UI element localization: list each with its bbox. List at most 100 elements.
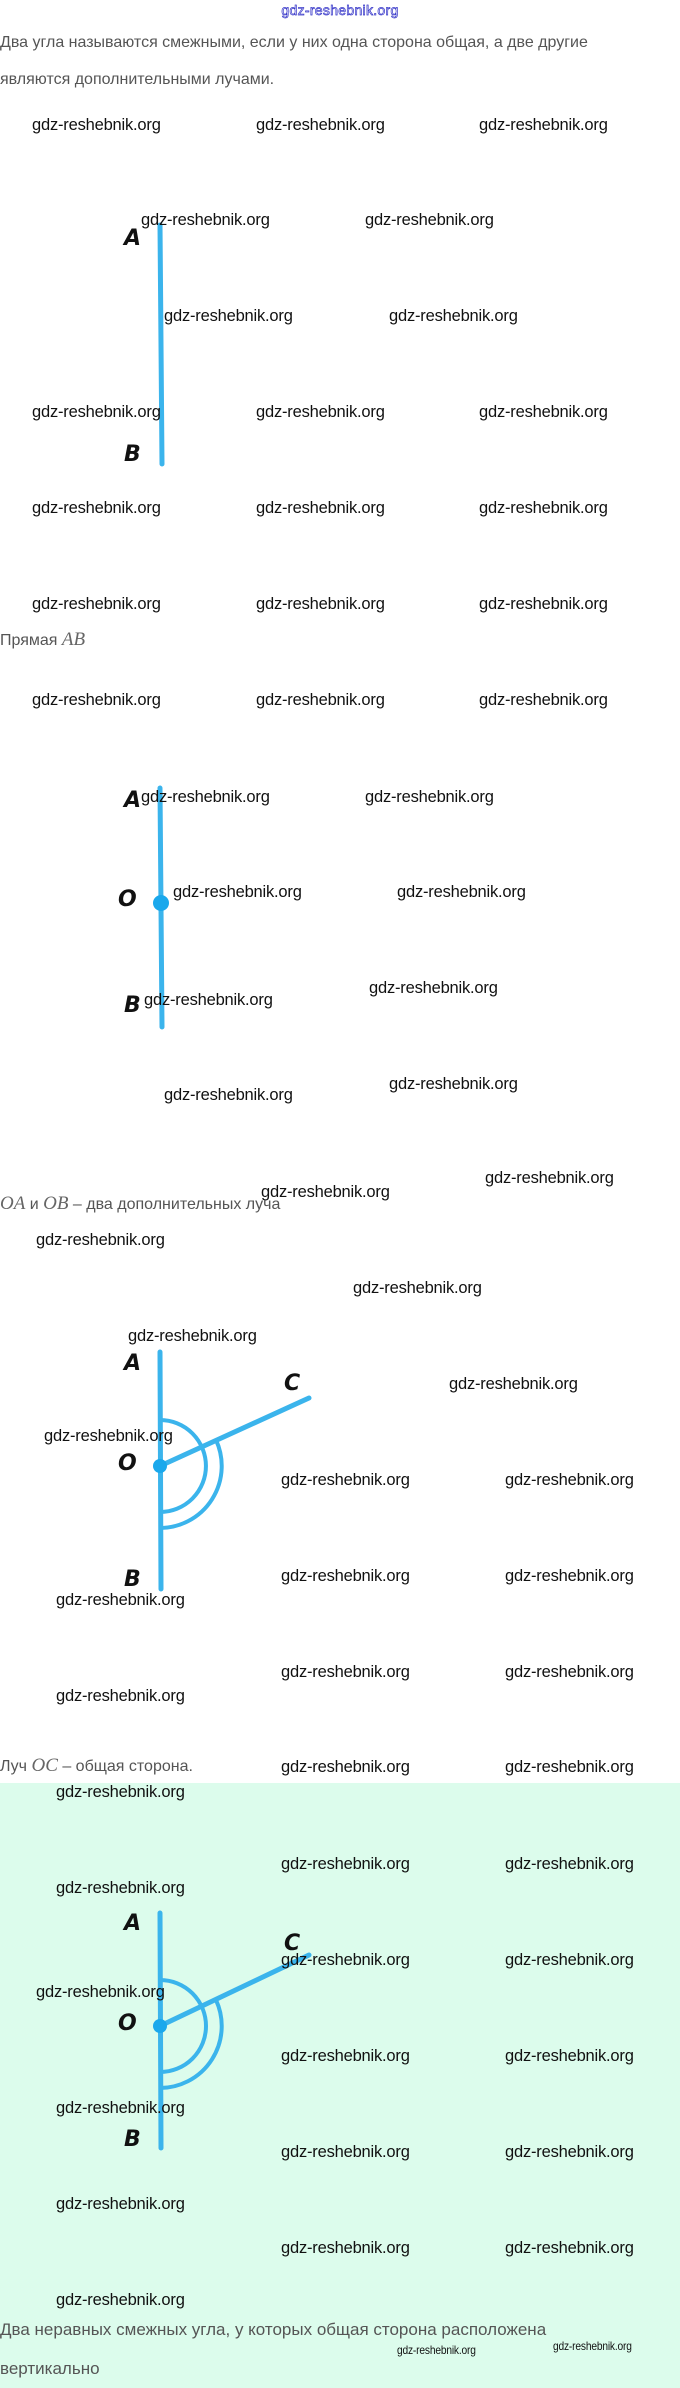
watermark-text: gdz-reshebnik.org	[389, 1075, 518, 1093]
watermark-text: gdz-reshebnik.org	[505, 2239, 634, 2257]
watermark-text: gdz-reshebnik.org	[397, 883, 526, 901]
watermark-text: gdz-reshebnik.org	[369, 979, 498, 997]
watermark-text: gdz-reshebnik.org	[505, 1951, 634, 1969]
watermark-text: gdz-reshebnik.org	[281, 1855, 410, 1873]
watermark-text: gdz-reshebnik.org	[281, 2239, 410, 2257]
point-b-label: B	[124, 1567, 141, 1592]
watermark-text: gdz-reshebnik.org	[56, 1879, 185, 1897]
watermark-text: gdz-reshebnik.org	[261, 1183, 390, 1201]
angle-arc-inner	[159, 1418, 208, 1514]
watermark-text: gdz-reshebnik.org	[173, 883, 302, 901]
watermark-text: gdz-reshebnik.org	[256, 595, 385, 613]
watermark-text: gdz-reshebnik.org	[36, 1983, 165, 2001]
point-a-label: A	[122, 1911, 141, 1936]
watermark-text: gdz-reshebnik.org	[479, 691, 608, 709]
watermark-text: gdz-reshebnik.org	[44, 1427, 173, 1445]
watermark-text: gdz-reshebnik.org	[505, 1758, 634, 1776]
watermark-text: gdz-reshebnik.org	[256, 499, 385, 517]
answer-section-background	[0, 1783, 680, 2388]
point-o-dot	[153, 2019, 167, 2033]
point-c-label: C	[284, 1371, 300, 1396]
watermark-text: gdz-reshebnik.org	[144, 991, 273, 1009]
watermark-text: gdz-reshebnik.org	[56, 1783, 185, 1801]
watermark-text: gdz-reshebnik.org	[56, 2195, 185, 2213]
answer-angles-diagram: A C O B	[118, 1910, 312, 2152]
watermark-text: gdz-reshebnik.org	[505, 1471, 634, 1489]
caption-prefix: Прямая	[0, 632, 62, 649]
watermark-text: gdz-reshebnik.org	[281, 1663, 410, 1681]
watermark-text: gdz-reshebnik.org	[141, 788, 270, 806]
site-watermark-title: gdz-reshebnik.org	[281, 2, 399, 19]
watermark-text: gdz-reshebnik.org	[505, 2047, 634, 2065]
watermark-text: gdz-reshebnik.org	[56, 2291, 185, 2309]
caption-math-ob: OB	[43, 1193, 69, 1214]
watermark-text: gdz-reshebnik.org	[505, 1663, 634, 1681]
watermark-text: gdz-reshebnik.org	[56, 1687, 185, 1705]
caption-math-oa: OA	[0, 1193, 26, 1214]
watermark-text: gdz-reshebnik.org	[281, 1951, 410, 1969]
watermark-text: gdz-reshebnik.org	[32, 691, 161, 709]
watermark-text: gdz-reshebnik.org	[389, 307, 518, 325]
watermark-text: gdz-reshebnik.org	[256, 116, 385, 134]
ray-oc	[157, 1395, 312, 1469]
watermark-text: gdz-reshebnik.org	[32, 499, 161, 517]
adjacent-angles-diagram: A C O B	[118, 1349, 312, 1592]
watermark-text: gdz-reshebnik.org	[505, 2143, 634, 2161]
watermark-text: gdz-reshebnik.org	[281, 2047, 410, 2065]
caption-rest: – два дополнительных луча	[68, 1196, 281, 1213]
watermark-text: gdz-reshebnik.org	[485, 1169, 614, 1187]
point-b-label: B	[124, 442, 141, 467]
watermark-text: gdz-reshebnik.org	[479, 499, 608, 517]
caption-math: AB	[61, 629, 86, 650]
angle-arc-outer	[159, 1999, 224, 2090]
watermark-text: gdz-reshebnik.org	[164, 307, 293, 325]
watermark-text: gdz-reshebnik.org	[56, 2099, 185, 2117]
point-c-label: C	[284, 1931, 300, 1956]
angle-arc-inner	[159, 1978, 208, 2074]
watermark-text-small: gdz-reshebnik.org	[397, 2343, 476, 2357]
watermark-text: gdz-reshebnik.org	[365, 788, 494, 806]
watermark-text: gdz-reshebnik.org	[479, 595, 608, 613]
point-o-label: O	[118, 2011, 137, 2036]
definition-line-1: Два угла называются смежными, если у них…	[0, 34, 588, 51]
watermark-text: gdz-reshebnik.org	[164, 1086, 293, 1104]
watermark-text: gdz-reshebnik.org	[479, 116, 608, 134]
watermark-text: gdz-reshebnik.org	[128, 1327, 257, 1345]
watermark-text: gdz-reshebnik.org	[141, 211, 270, 229]
watermark-text: gdz-reshebnik.org	[32, 595, 161, 613]
watermark-text: gdz-reshebnik.org	[256, 691, 385, 709]
definition-line-2: являются дополнительными лучами.	[0, 71, 275, 88]
watermark-text: gdz-reshebnik.org	[36, 1231, 165, 1249]
caption-rest: – общая сторона.	[57, 1758, 193, 1775]
point-b-label: B	[124, 2127, 141, 2152]
watermark-text: gdz-reshebnik.org	[365, 211, 494, 229]
point-a-label: A	[122, 226, 141, 251]
watermark-text: gdz-reshebnik.org	[281, 2143, 410, 2161]
angle-arc-outer	[159, 1439, 224, 1530]
caption-math-oc: OC	[31, 1755, 58, 1776]
point-o-dot	[153, 895, 169, 911]
watermark-text-small: gdz-reshebnik.org	[553, 2339, 632, 2353]
watermark-text: gdz-reshebnik.org	[281, 1567, 410, 1585]
watermark-text: gdz-reshebnik.org	[353, 1279, 482, 1297]
watermark-text: gdz-reshebnik.org	[505, 1855, 634, 1873]
rays-diagram: A O B	[118, 785, 169, 1030]
watermark-text: gdz-reshebnik.org	[281, 1471, 410, 1489]
watermark-text: gdz-reshebnik.org	[505, 1567, 634, 1585]
point-o-label: O	[118, 887, 137, 912]
watermark-text: gdz-reshebnik.org	[256, 403, 385, 421]
watermark-text: gdz-reshebnik.org	[32, 116, 161, 134]
watermark-text: gdz-reshebnik.org	[479, 403, 608, 421]
caption-prefix: Луч	[0, 1758, 32, 1775]
answer-line-2: вертикально	[0, 2359, 100, 2378]
point-a-label: A	[122, 1351, 141, 1376]
point-o-label: O	[118, 1451, 137, 1476]
caption-and: и	[25, 1196, 44, 1213]
answer-line-1: Два неравных смежных угла, у которых общ…	[0, 2320, 547, 2339]
point-o-dot	[153, 1459, 167, 1473]
watermark-text: gdz-reshebnik.org	[449, 1375, 578, 1393]
ray-oc	[157, 1952, 312, 2029]
watermark-text: gdz-reshebnik.org	[281, 1758, 410, 1776]
point-a-label: A	[122, 788, 141, 813]
